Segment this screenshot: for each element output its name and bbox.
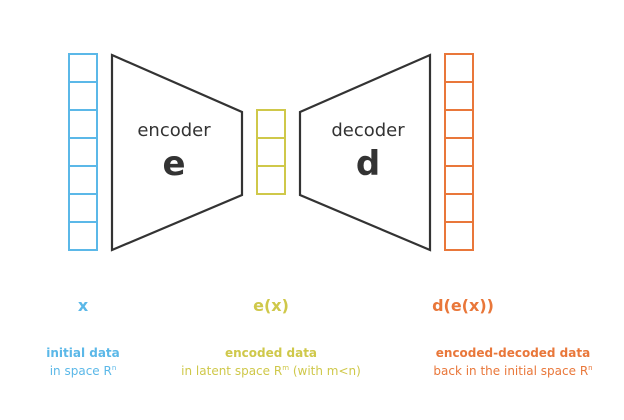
- output-vector-cell: [444, 221, 474, 251]
- latent-caption-title: encoded data: [224, 346, 318, 360]
- output-variable: d(e(x)): [432, 296, 494, 315]
- output-vector: [444, 53, 474, 251]
- latent-variable: e(x): [253, 296, 289, 315]
- output-vector-cell: [444, 137, 474, 167]
- output-vector-cell: [444, 81, 474, 111]
- input-vector-cell: [68, 81, 98, 111]
- output-vector-cell: [444, 53, 474, 83]
- input-variable: x: [77, 296, 89, 315]
- input-vector: [68, 53, 98, 251]
- output-caption-subtitle: back in the initial space Rn: [433, 364, 593, 378]
- decoder-block: [298, 53, 432, 252]
- input-vector-cell: [68, 193, 98, 223]
- input-vector-cell: [68, 137, 98, 167]
- decoder-label: decoder: [331, 120, 405, 141]
- decoder-symbol: d: [355, 144, 381, 184]
- latent-vector: [256, 109, 286, 195]
- input-vector-cell: [68, 53, 98, 83]
- output-vector-cell: [444, 165, 474, 195]
- latent-vector-cell: [256, 109, 286, 139]
- input-vector-cell: [68, 165, 98, 195]
- output-caption-title: encoded-decoded data: [435, 346, 591, 360]
- input-vector-cell: [68, 109, 98, 139]
- input-caption-title: initial data: [46, 346, 120, 360]
- latent-vector-cell: [256, 165, 286, 195]
- input-caption-subtitle: in space Rn: [49, 364, 117, 378]
- output-vector-cell: [444, 193, 474, 223]
- output-vector-cell: [444, 109, 474, 139]
- input-vector-cell: [68, 221, 98, 251]
- latent-vector-cell: [256, 137, 286, 167]
- encoder-block: [110, 53, 244, 252]
- latent-caption-subtitle: in latent space Rm (with m<n): [181, 364, 361, 378]
- encoder-symbol: e: [162, 144, 186, 184]
- encoder-label: encoder: [137, 120, 211, 141]
